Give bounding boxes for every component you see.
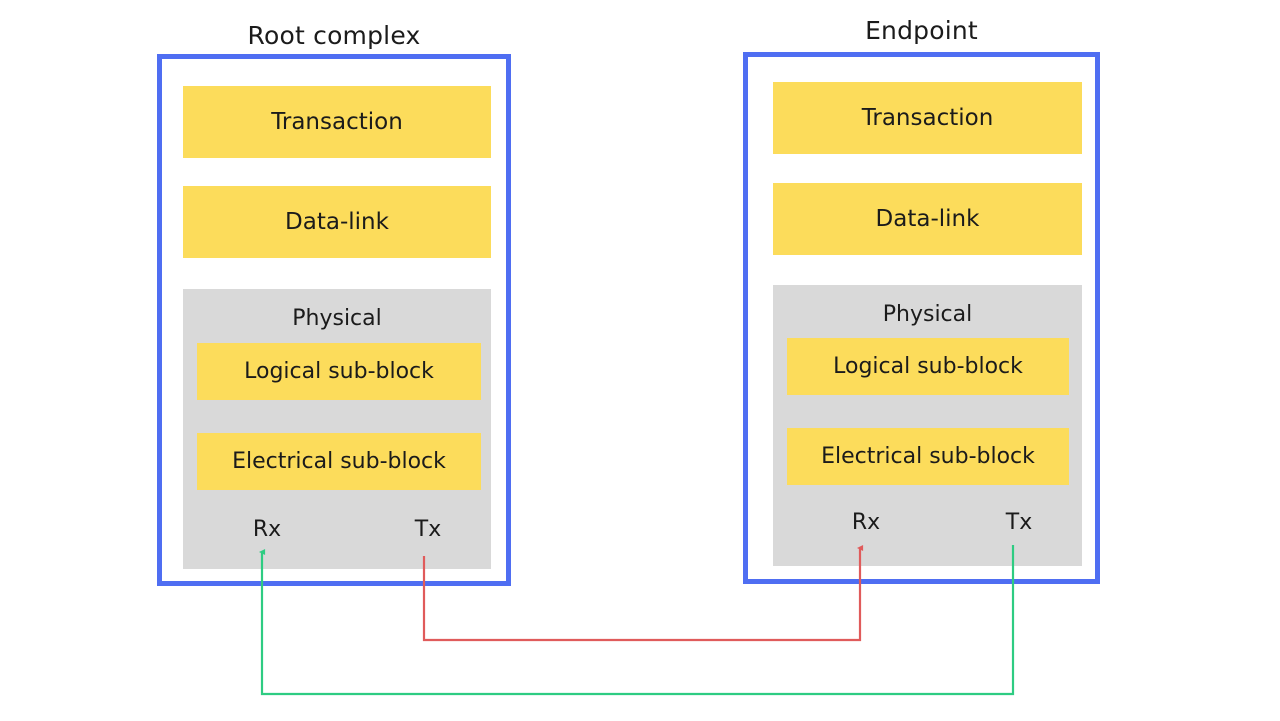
- root-complex-port-rx-label: Rx: [252, 517, 282, 542]
- endpoint-port-rx-label: Rx: [851, 510, 881, 535]
- root-complex-box: Transaction Data-link Physical Logical s…: [157, 54, 511, 586]
- root-complex-layer-data-link[interactable]: Data-link: [183, 186, 491, 258]
- endpoint-layer-data-link[interactable]: Data-link: [773, 183, 1082, 255]
- endpoint-physical-block[interactable]: Physical Logical sub-block Electrical su…: [773, 285, 1082, 566]
- root-complex-electrical-sub-block[interactable]: Electrical sub-block: [197, 433, 481, 490]
- endpoint-title: Endpoint: [865, 16, 978, 45]
- endpoint-logical-sub-block[interactable]: Logical sub-block: [787, 338, 1069, 395]
- endpoint-layer-transaction[interactable]: Transaction: [773, 82, 1082, 154]
- endpoint-electrical-sub-block[interactable]: Electrical sub-block: [787, 428, 1069, 485]
- root-complex-title: Root complex: [247, 21, 421, 50]
- endpoint-box: Transaction Data-link Physical Logical s…: [743, 52, 1100, 584]
- root-complex-logical-sub-block[interactable]: Logical sub-block: [197, 343, 481, 400]
- root-complex-physical-label: Physical: [292, 306, 382, 331]
- root-complex-layer-transaction[interactable]: Transaction: [183, 86, 491, 158]
- endpoint-physical-label: Physical: [882, 302, 973, 327]
- root-complex-port-tx-label: Tx: [414, 517, 442, 542]
- endpoint-port-tx-label: Tx: [1005, 510, 1033, 535]
- root-complex-physical-block[interactable]: Physical Logical sub-block Electrical su…: [183, 289, 491, 569]
